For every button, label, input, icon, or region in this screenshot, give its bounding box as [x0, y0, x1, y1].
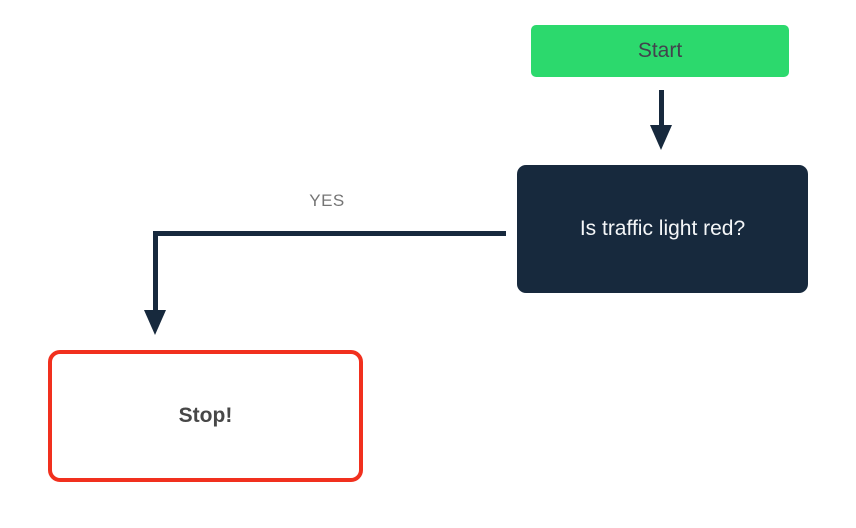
edge-yes-horizontal-line [153, 231, 506, 236]
arrowhead-down-icon [650, 125, 672, 150]
node-decision: Is traffic light red? [517, 165, 808, 293]
edge-label-yes: YES [309, 191, 345, 210]
node-start: Start [531, 25, 789, 77]
edge-start-to-decision-line [659, 90, 664, 127]
node-decision-label: Is traffic light red? [579, 217, 746, 240]
node-start-label: Start [637, 39, 683, 62]
arrowhead-down-icon [144, 310, 166, 335]
edge-yes-vertical-line [153, 231, 158, 311]
node-stop: Stop! [48, 350, 363, 482]
node-stop-label: Stop! [178, 404, 233, 427]
